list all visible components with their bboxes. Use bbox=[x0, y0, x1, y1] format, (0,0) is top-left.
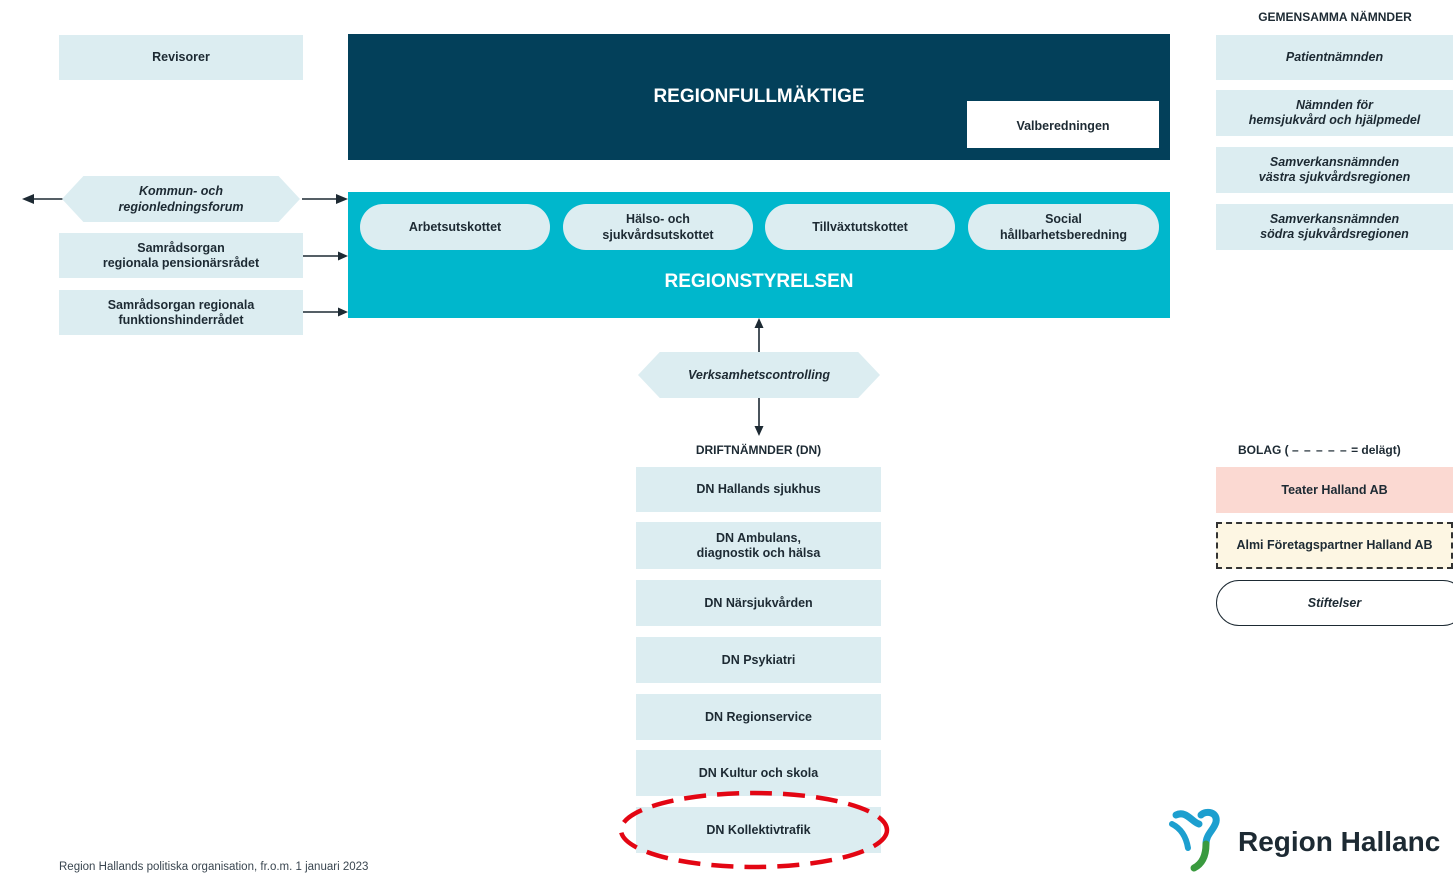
dn-item: DN Närsjukvården bbox=[636, 580, 881, 626]
valberedningen-box: Valberedningen bbox=[967, 101, 1159, 148]
committee-arbetsutskottet: Arbetsutskottet bbox=[360, 204, 550, 250]
pension-council-box: Samrådsorgan regionala pensionärsrådet bbox=[59, 233, 303, 278]
joint-committee-label: Patientnämnden bbox=[1285, 50, 1384, 64]
joint-committee-item: Samverkansnämnden västra sjukvårdsregion… bbox=[1216, 147, 1453, 193]
revisorer-label: Revisorer bbox=[152, 50, 210, 64]
committee-tillvaxt: Tillväxtutskottet bbox=[765, 204, 955, 250]
regionfullmaktige-box: REGIONFULLMÄKTIGE Valberedningen bbox=[348, 34, 1170, 160]
driftnamnder-heading: DRIFTNÄMNDER (DN) bbox=[695, 443, 822, 457]
valberedningen-label: Valberedningen bbox=[1016, 119, 1110, 133]
almi-label: Almi Företagspartner Halland AB bbox=[1236, 538, 1433, 552]
joint-committee-label: Nämnden för hemsjukvård och hjälpmedel bbox=[1248, 98, 1421, 127]
disability-arrow bbox=[303, 307, 348, 317]
footer-caption: Region Hallands politiska organisation, … bbox=[59, 861, 369, 873]
dn-item: DN Kollektivtrafik bbox=[636, 807, 881, 853]
dn-item-label: DN Hallands sjukhus bbox=[696, 482, 821, 496]
committee-label: Social hållbarhetsberedning bbox=[999, 212, 1128, 242]
disability-council-box: Samrådsorgan regionala funktionshinderrå… bbox=[59, 290, 303, 335]
dn-item-label: DN Regionservice bbox=[705, 709, 812, 724]
dn-item: DN Kultur och skola bbox=[636, 750, 881, 796]
dn-item: DN Ambulans, diagnostik och hälsa bbox=[636, 522, 881, 569]
forum-label: Kommun- och regionledningsforum bbox=[118, 184, 244, 214]
controlling-down-arrow bbox=[754, 398, 764, 436]
committee-label: Hälso- och sjukvårdsutskottet bbox=[602, 212, 714, 242]
dn-item: DN Hallands sjukhus bbox=[636, 467, 881, 512]
joint-committees-heading: GEMENSAMMA NÄMNDER bbox=[1258, 10, 1412, 24]
verksamhetscontrolling-box: Verksamhetscontrolling bbox=[638, 352, 880, 398]
joint-committee-item: Patientnämnden bbox=[1216, 35, 1453, 80]
joint-committee-label: Samverkansnämnden södra sjukvårdsregione… bbox=[1260, 212, 1409, 241]
joint-committee-item: Samverkansnämnden södra sjukvårdsregione… bbox=[1216, 204, 1453, 250]
committee-halso-sjukvard: Hälso- och sjukvårdsutskottet bbox=[563, 204, 753, 250]
dn-item: DN Psykiatri bbox=[636, 637, 881, 683]
regionstyrelsen-box: Arbetsutskottet Hälso- och sjukvårdsutsk… bbox=[348, 192, 1170, 318]
revisorer-box: Revisorer bbox=[59, 35, 303, 80]
companies-heading-dashes: – – – – – bbox=[1292, 443, 1348, 457]
regionfullmaktige-title: REGIONFULLMÄKTIGE bbox=[653, 86, 865, 107]
stiftelser-box: Stiftelser bbox=[1216, 580, 1453, 626]
dn-item-label: DN Ambulans, diagnostik och hälsa bbox=[696, 530, 821, 560]
forum-box: Kommun- och regionledningsforum bbox=[62, 176, 300, 222]
joint-committee-label: Samverkansnämnden västra sjukvårdsregion… bbox=[1258, 155, 1411, 184]
controlling-up-arrow bbox=[754, 318, 764, 352]
companies-heading: BOLAG ( – – – – – = delägt) bbox=[1238, 443, 1453, 457]
verksamhetscontrolling-label: Verksamhetscontrolling bbox=[688, 368, 830, 382]
stiftelser-label: Stiftelser bbox=[1307, 595, 1362, 610]
highlight-ellipse bbox=[618, 790, 890, 870]
pension-council-label: Samrådsorgan regionala pensionärsrådet bbox=[102, 240, 260, 270]
dn-item-label: DN Kultur och skola bbox=[698, 765, 819, 780]
joint-committee-item: Nämnden för hemsjukvård och hjälpmedel bbox=[1216, 90, 1453, 136]
dn-item-label: DN Närsjukvården bbox=[704, 595, 813, 610]
disability-council-label: Samrådsorgan regionala funktionshinderrå… bbox=[107, 297, 255, 327]
dn-item-label: DN Psykiatri bbox=[721, 652, 796, 667]
pension-arrow bbox=[303, 251, 348, 261]
companies-heading-prefix: BOLAG ( bbox=[1238, 443, 1289, 457]
region-halland-logo-text: Region Hallanc bbox=[1238, 826, 1441, 857]
region-halland-logo-icon bbox=[1169, 808, 1220, 872]
regionstyrelsen-title: REGIONSTYRELSEN bbox=[664, 271, 854, 292]
committee-label: Arbetsutskottet bbox=[408, 220, 502, 234]
teater-halland-label: Teater Halland AB bbox=[1281, 482, 1388, 497]
dn-item: DN Regionservice bbox=[636, 694, 881, 740]
committee-social-hallbarhet: Social hållbarhetsberedning bbox=[968, 204, 1159, 250]
dn-item-label: DN Kollektivtrafik bbox=[706, 822, 811, 837]
companies-heading-suffix: = delägt) bbox=[1351, 443, 1401, 457]
almi-box: Almi Företagspartner Halland AB bbox=[1216, 522, 1453, 569]
committee-label: Tillväxtutskottet bbox=[812, 220, 908, 234]
teater-halland-box: Teater Halland AB bbox=[1216, 467, 1453, 513]
